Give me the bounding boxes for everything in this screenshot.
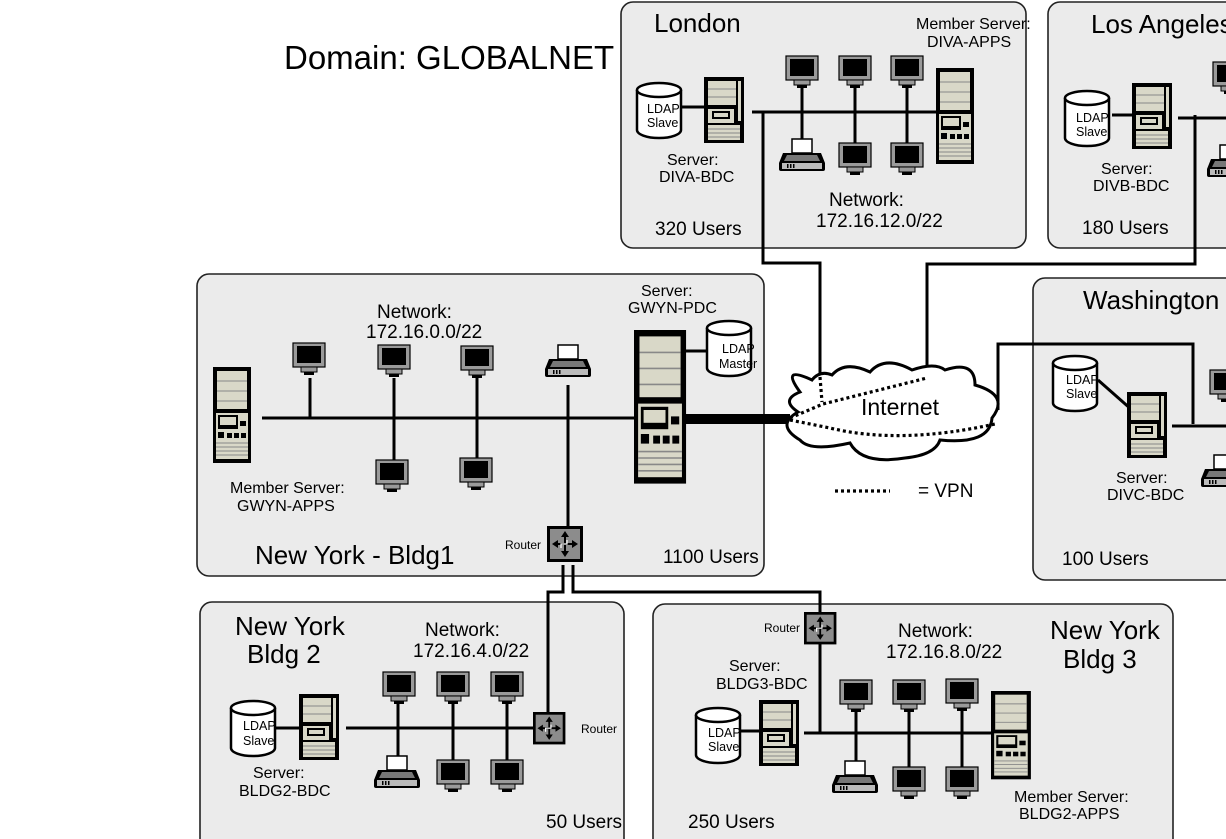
site-name: Washington (1083, 285, 1219, 315)
router-icon (532, 711, 567, 746)
member-server-name: GWYN-APPS (237, 498, 335, 515)
member-server-icon (935, 67, 975, 165)
router-label: Router (764, 621, 800, 635)
wan-link-los-angeles (925, 115, 1197, 378)
network-label: Network: (377, 302, 452, 323)
user-count: 320 Users (655, 219, 742, 240)
server-label: Server: (253, 765, 305, 782)
member-server-icon (212, 366, 252, 464)
site-name: New York - Bldg1 (255, 540, 454, 570)
server-icon (758, 699, 800, 767)
network-address: 172.16.0.0/22 (366, 322, 482, 343)
user-count: 100 Users (1062, 549, 1149, 570)
router-label: Router (505, 538, 541, 552)
server-icon (1131, 82, 1173, 150)
member-server-label: Member Server: (230, 480, 345, 497)
wan-link-washington (996, 342, 1195, 424)
member-server-name: DIVA-APPS (927, 34, 1011, 51)
network-label: Network: (425, 620, 500, 641)
site-name-line1: New York (1050, 615, 1161, 645)
ny-bldg1-group: Network: 172.16.0.0/22 Server: GWYN-PDC … (212, 283, 759, 570)
ny-bldg3-group: Router Network: 172.16.8.0/22 New York B… (688, 611, 1161, 833)
member-server-name: BLDG2-APPS (1019, 806, 1119, 823)
site-name-line1: New York (235, 611, 346, 641)
svg-text:Slave: Slave (647, 116, 678, 130)
svg-text:LDAP: LDAP (722, 342, 755, 356)
svg-text:LDAP: LDAP (1076, 111, 1109, 125)
router-label: Router (581, 722, 617, 736)
member-server-label: Member Server: (916, 16, 1031, 33)
pdc-server-icon (633, 329, 687, 485)
network-label: Network: (898, 621, 973, 642)
vpn-legend-label: = VPN (918, 481, 973, 502)
server-label: Server: (1101, 161, 1153, 178)
svg-text:Slave: Slave (243, 734, 274, 748)
router-icon (803, 611, 838, 646)
network-address: 172.16.12.0/22 (816, 211, 943, 232)
server-label: Server: (641, 283, 693, 300)
svg-text:LDAP: LDAP (647, 102, 680, 116)
network-label: Network: (829, 190, 904, 211)
server-icon (703, 76, 745, 144)
svg-text:LDAP: LDAP (708, 726, 741, 740)
svg-text:LDAP: LDAP (1066, 373, 1099, 387)
ny-bldg2-group: New York Bldg 2 Network: 172.16.4.0/22 L… (229, 611, 622, 833)
internet-label: Internet (861, 394, 940, 420)
domain-title: Domain: GLOBALNET (284, 39, 614, 76)
server-name: BLDG2-BDC (239, 783, 331, 800)
svg-text:Slave: Slave (1066, 387, 1097, 401)
member-server-icon (990, 690, 1032, 780)
internet-cloud: Internet (785, 361, 1000, 462)
los-angeles-group: Los Angeles LDAP Slave Server: DIVB-BDC … (1063, 9, 1226, 239)
site-name: London (654, 8, 741, 38)
server-icon (298, 693, 340, 761)
server-label: Server: (1116, 470, 1168, 487)
server-label: Server: (667, 152, 719, 169)
server-icon (1126, 391, 1168, 459)
user-count: 180 Users (1082, 218, 1169, 239)
svg-text:Master: Master (719, 357, 757, 371)
network-address: 172.16.4.0/22 (413, 641, 529, 662)
server-label: Server: (729, 658, 781, 675)
server-name: DIVB-BDC (1093, 178, 1169, 195)
site-name-line2: Bldg 3 (1063, 644, 1137, 674)
member-server-label: Member Server: (1014, 789, 1129, 806)
user-count: 1100 Users (663, 547, 759, 568)
site-ny-bldg1 (196, 273, 765, 577)
svg-text:LDAP: LDAP (243, 719, 276, 733)
site-london (620, 1, 1027, 249)
server-name: DIVC-BDC (1107, 487, 1184, 504)
washington-group: Washington LDAP Slave Server: DIVC-BDC 1… (1051, 285, 1226, 570)
user-count: 250 Users (688, 812, 775, 833)
wan-link-london (761, 112, 822, 375)
site-name: Los Angeles (1091, 9, 1226, 39)
site-name-line2: Bldg 2 (247, 639, 321, 669)
server-name: BLDG3-BDC (716, 676, 808, 693)
link-bldg1-to-bldg3 (571, 565, 822, 620)
user-count: 50 Users (546, 812, 622, 833)
svg-text:Slave: Slave (1076, 125, 1107, 139)
link-bldg1-to-bldg2 (546, 565, 565, 720)
site-ny-bldg3 (652, 603, 1174, 839)
london-group: London Member Server: DIVA-APPS LDAP Sla… (635, 8, 1031, 240)
server-name: GWYN-PDC (628, 300, 717, 317)
network-address: 172.16.8.0/22 (886, 642, 1002, 663)
svg-text:Slave: Slave (708, 740, 739, 754)
server-name: DIVA-BDC (659, 169, 734, 186)
router-icon (546, 525, 584, 563)
